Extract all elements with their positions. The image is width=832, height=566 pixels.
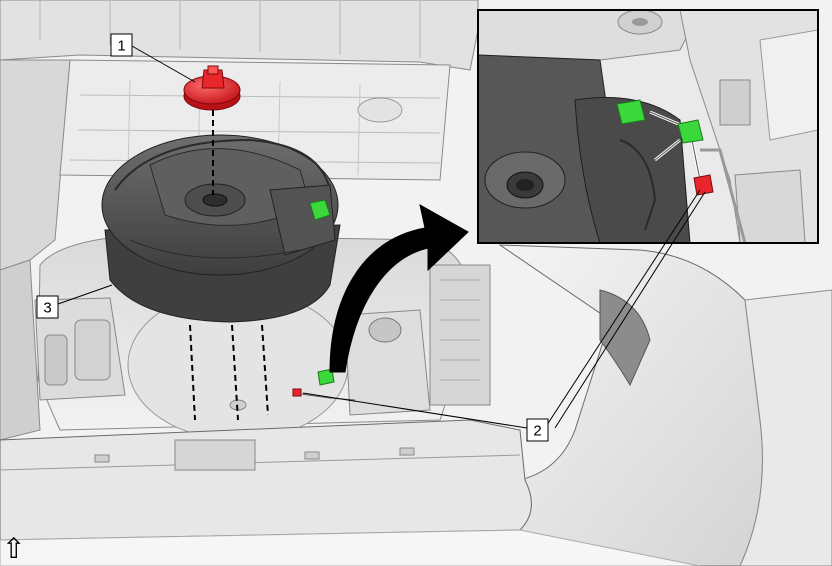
callout-2-label: 2 (533, 423, 541, 440)
inset-connector-green-1 (616, 99, 646, 125)
zoom-arrow (329, 204, 469, 373)
callout-1: 1 (110, 33, 133, 57)
red-retaining-knob (183, 65, 241, 111)
callout-2: 2 (526, 418, 549, 442)
leader-lines (57, 45, 706, 429)
left-wall (0, 59, 71, 271)
connector-green-unit (309, 199, 331, 221)
callout-1-label: 1 (117, 38, 125, 55)
inset-connector-green-2 (677, 119, 704, 144)
detail-inset (477, 9, 819, 244)
tail-light (599, 289, 651, 387)
connector-red-lower (292, 388, 302, 397)
callout-3: 3 (36, 295, 59, 319)
spare-well-unit (101, 134, 341, 323)
jack-holder (344, 309, 431, 416)
callout-3-label: 3 (43, 300, 51, 317)
connector-green-lower (317, 368, 335, 386)
inset-frame (477, 9, 819, 244)
up-arrow-icon: ⇧ (2, 532, 25, 565)
rear-sill (0, 419, 532, 541)
inset-connector-red (693, 174, 714, 196)
assembly-lines (189, 110, 269, 421)
